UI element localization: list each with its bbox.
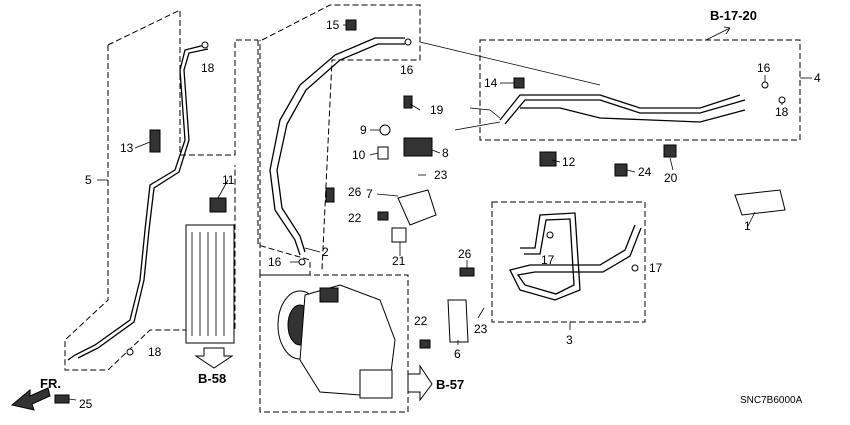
callout-23b: 23 bbox=[474, 322, 488, 336]
callout-18a: 18 bbox=[201, 61, 215, 75]
callout-2: 2 bbox=[322, 245, 329, 259]
ref-b57: B-57 bbox=[436, 377, 464, 392]
nut-15 bbox=[345, 19, 357, 31]
callout-5: 5 bbox=[85, 173, 92, 187]
callout-17a: 17 bbox=[541, 253, 555, 267]
o-ring-16c bbox=[761, 81, 769, 89]
arrow-b58 bbox=[194, 347, 234, 369]
pipe-line-3-loop-inner bbox=[516, 218, 642, 295]
clamp-12 bbox=[539, 151, 557, 167]
outline-group-4 bbox=[479, 39, 801, 141]
callout-16c: 16 bbox=[757, 61, 771, 75]
callout-15: 15 bbox=[326, 18, 340, 32]
pipe-hose-2 bbox=[269, 37, 405, 256]
parts bbox=[54, 19, 786, 404]
nut-20 bbox=[663, 144, 677, 158]
bracket-7 bbox=[397, 189, 437, 226]
outline-group-2 bbox=[257, 4, 421, 276]
bolt-19 bbox=[403, 95, 413, 109]
o-ring-17a bbox=[546, 231, 554, 239]
diagram-code: SNC7B6000A bbox=[740, 395, 803, 406]
callout-12: 12 bbox=[562, 155, 576, 169]
o-ring-18b bbox=[126, 348, 134, 356]
condenser bbox=[185, 224, 235, 344]
o-ring-17b bbox=[631, 264, 639, 272]
callout-18c: 18 bbox=[775, 105, 789, 119]
callout-1: 1 bbox=[744, 219, 751, 233]
group-outlines bbox=[64, 4, 801, 413]
pipe-condenser-line bbox=[67, 44, 206, 361]
pipe-line-4-lower bbox=[520, 107, 746, 123]
reference-arrows bbox=[10, 26, 731, 411]
callout-8: 8 bbox=[442, 146, 449, 160]
arrow-front bbox=[10, 387, 51, 411]
callout-16a: 16 bbox=[400, 63, 414, 77]
outline-compressor bbox=[259, 274, 409, 413]
o-ring-18a bbox=[201, 41, 209, 49]
callout-9: 9 bbox=[360, 123, 367, 137]
pipe-line-3-loop bbox=[509, 212, 636, 301]
pressure-switch bbox=[149, 129, 161, 153]
bolt-26b bbox=[459, 267, 475, 277]
bolt-22a bbox=[377, 211, 389, 221]
pipes bbox=[67, 37, 746, 361]
callout-4: 4 bbox=[814, 71, 821, 85]
callout-21: 21 bbox=[392, 254, 406, 268]
callout-14: 14 bbox=[484, 76, 498, 90]
clamp-8 bbox=[403, 137, 433, 157]
callout-11: 11 bbox=[222, 173, 235, 187]
callout-22b: 22 bbox=[414, 314, 428, 328]
callout-labels: 1 2 3 4 5 6 7 8 9 10 11 12 13 14 15 16 1… bbox=[79, 18, 821, 411]
reference-labels: B-17-20 B-58 B-57 FR. SNC7B6000A bbox=[40, 8, 803, 406]
label-plate-1 bbox=[734, 189, 786, 216]
outline-group-3 bbox=[491, 201, 646, 323]
callout-20: 20 bbox=[664, 171, 678, 185]
arrow-b57 bbox=[407, 364, 433, 402]
collar-10 bbox=[377, 146, 389, 160]
ref-front: FR. bbox=[40, 376, 61, 391]
bolt-26a bbox=[325, 187, 335, 203]
arrow-b1720 bbox=[705, 26, 731, 41]
callout-13: 13 bbox=[120, 141, 134, 155]
clamp-21 bbox=[391, 227, 407, 243]
ref-b58: B-58 bbox=[198, 371, 226, 386]
callout-3: 3 bbox=[566, 333, 573, 347]
callout-16b: 16 bbox=[268, 255, 282, 269]
leader-lines bbox=[68, 24, 812, 401]
callout-26a: 26 bbox=[348, 185, 362, 199]
nut-14 bbox=[513, 77, 525, 89]
o-ring-16b bbox=[298, 258, 306, 266]
callout-6: 6 bbox=[454, 347, 461, 361]
bolt-22b bbox=[419, 339, 431, 349]
clamp-11 bbox=[209, 197, 227, 213]
pipe-hose-2-inner bbox=[276, 43, 405, 253]
o-ring-18c bbox=[778, 96, 786, 104]
callout-24: 24 bbox=[638, 165, 652, 179]
callout-26b: 26 bbox=[458, 247, 472, 261]
bolt-25 bbox=[54, 394, 70, 404]
nut-24 bbox=[614, 163, 628, 177]
pipe-line-4-upper bbox=[499, 94, 741, 121]
callout-25: 25 bbox=[79, 397, 93, 411]
pipe-condenser-line-inner bbox=[77, 48, 209, 359]
compressor bbox=[277, 284, 396, 399]
callout-19: 19 bbox=[430, 103, 444, 117]
ref-b1720: B-17-20 bbox=[710, 8, 757, 23]
bracket-6 bbox=[447, 299, 469, 343]
callout-17b: 17 bbox=[649, 261, 663, 275]
callout-7: 7 bbox=[366, 187, 373, 201]
pipe-line-4-middle bbox=[504, 99, 746, 125]
o-ring-16a bbox=[404, 38, 412, 46]
callout-18b: 18 bbox=[148, 345, 162, 359]
callout-22a: 22 bbox=[348, 211, 362, 225]
callout-23a: 23 bbox=[434, 168, 448, 182]
nut-9 bbox=[379, 124, 391, 136]
callout-10: 10 bbox=[352, 148, 366, 162]
